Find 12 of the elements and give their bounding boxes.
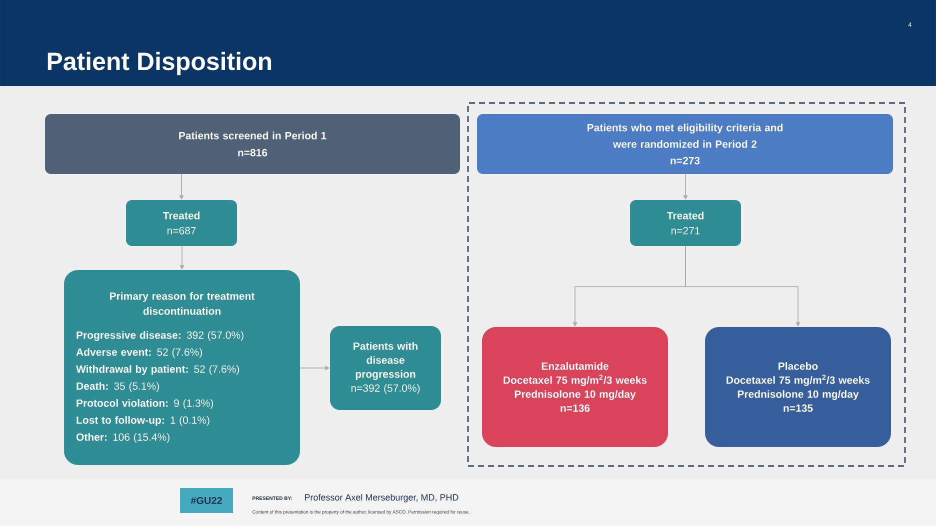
slide-title: Patient Disposition — [48, 52, 272, 76]
process-box: Patients with disease progression n=392 (57.0%) — [330, 326, 441, 410]
header-box: Patients who met eligibility criteria and were randomized in Period 2 n=273 — [477, 114, 893, 174]
arm-box: Enzalutamide Docetaxel 75 mg/m$^{2}$/3 weeks Prednisolone 10 mg/day n=136 — [482, 327, 668, 447]
process-box: Treated n=687 — [126, 200, 237, 246]
arm-box: Placebo Docetaxel 75 mg/m$^{2}$/3 weeks Prednisolone 10 mg/day n=135 — [705, 327, 891, 447]
hashtag-badge: #GU22 — [180, 488, 233, 513]
header-box: Patients screened in Period 1 n=816 — [45, 114, 460, 174]
dashed-frame — [467, 102, 906, 467]
process-box: Treated n=271 — [630, 200, 741, 246]
presenter-name: Professor Axel Merseburger, MD, PHD — [304, 494, 458, 502]
reason-box: Primary reason for treatment discontinuation Progressive disease: 392 (57.0%) Adverse event: 52 (7.6%) Withdrawal by patient: 52 (7.6%) Death: 35 (5.1%) Protocol violation: 9 (1.3%) Lost to follow-up: 1 (0.1%) Other: 106 (15.4%) — [64, 270, 300, 465]
